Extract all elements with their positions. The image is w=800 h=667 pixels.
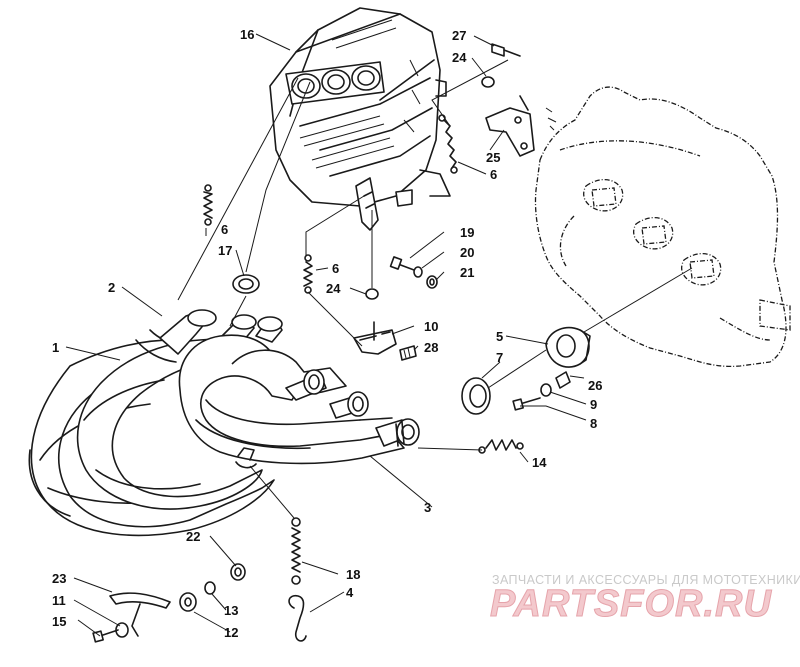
spring-left-upper xyxy=(203,184,213,226)
washer-22 xyxy=(230,563,246,581)
callout-28: 28 xyxy=(424,340,438,355)
upper-bracket xyxy=(481,43,557,157)
callout-18: 18 xyxy=(346,567,360,582)
callout-1: 1 xyxy=(52,340,59,355)
spring-18 xyxy=(291,517,301,585)
callout-21: 21 xyxy=(460,265,474,280)
callout-24a: 24 xyxy=(452,50,467,65)
callout-23: 23 xyxy=(52,571,66,586)
callout-11: 11 xyxy=(52,593,66,608)
grommet-12 xyxy=(179,592,197,612)
callout-20: 20 xyxy=(460,245,474,260)
callout-6a: 6 xyxy=(221,222,228,237)
y-pipe xyxy=(178,334,420,469)
bolt-8 xyxy=(512,397,541,411)
callout-27: 27 xyxy=(452,28,466,43)
spring-14 xyxy=(478,439,524,454)
bolt-15 xyxy=(92,629,119,643)
callout-9: 9 xyxy=(590,397,597,412)
callout-5: 5 xyxy=(496,329,503,344)
exhaust-flange xyxy=(545,326,591,368)
callout-14: 14 xyxy=(532,455,547,470)
callout-10: 10 xyxy=(424,319,438,334)
callout-4: 4 xyxy=(346,585,354,600)
callout-13: 13 xyxy=(224,603,238,618)
callout-16: 16 xyxy=(240,27,254,42)
bolt-19 xyxy=(389,256,415,271)
bracket-23 xyxy=(109,592,171,637)
leader-lines xyxy=(65,33,693,637)
callout-22: 22 xyxy=(186,529,200,544)
mount-bracket xyxy=(353,288,397,355)
callout-8: 8 xyxy=(590,416,597,431)
callout-25: 25 xyxy=(486,150,500,165)
callout-24b: 24 xyxy=(326,281,341,296)
spring-hook-4 xyxy=(288,594,307,642)
engine-block-outline xyxy=(534,86,791,368)
washer-20 xyxy=(413,266,423,278)
stud-28 xyxy=(399,345,417,361)
callout-19: 19 xyxy=(460,225,474,240)
washer-9 xyxy=(540,383,552,397)
airbox-silencer xyxy=(269,7,451,231)
spring-center xyxy=(303,254,313,294)
callout-12: 12 xyxy=(224,625,238,640)
callout-15: 15 xyxy=(52,614,66,629)
watermark-subtitle: ЗАПЧАСТИ И АКСЕССУАРЫ ДЛЯ МОТОТЕХНИКИ xyxy=(492,573,800,587)
spacer-13 xyxy=(204,581,216,595)
watermark-brand: PARTSFOR.RU xyxy=(490,583,772,625)
nut-21 xyxy=(426,275,438,289)
callout-7: 7 xyxy=(496,350,503,365)
callout-17: 17 xyxy=(218,243,232,258)
callout-labels: 1 2 3 4 5 6 6 6 7 8 9 10 11 12 13 14 15 … xyxy=(52,27,602,640)
callout-6c: 6 xyxy=(490,167,497,182)
callout-6b: 6 xyxy=(332,261,339,276)
washer-26 xyxy=(555,371,571,389)
callout-26: 26 xyxy=(588,378,602,393)
callout-2: 2 xyxy=(108,280,115,295)
callout-3: 3 xyxy=(424,500,431,515)
seal-ring xyxy=(461,377,491,415)
grommet xyxy=(232,274,260,294)
watermark: ЗАПЧАСТИ И АКСЕССУАРЫ ДЛЯ МОТОТЕХНИКИ PA… xyxy=(490,573,800,626)
